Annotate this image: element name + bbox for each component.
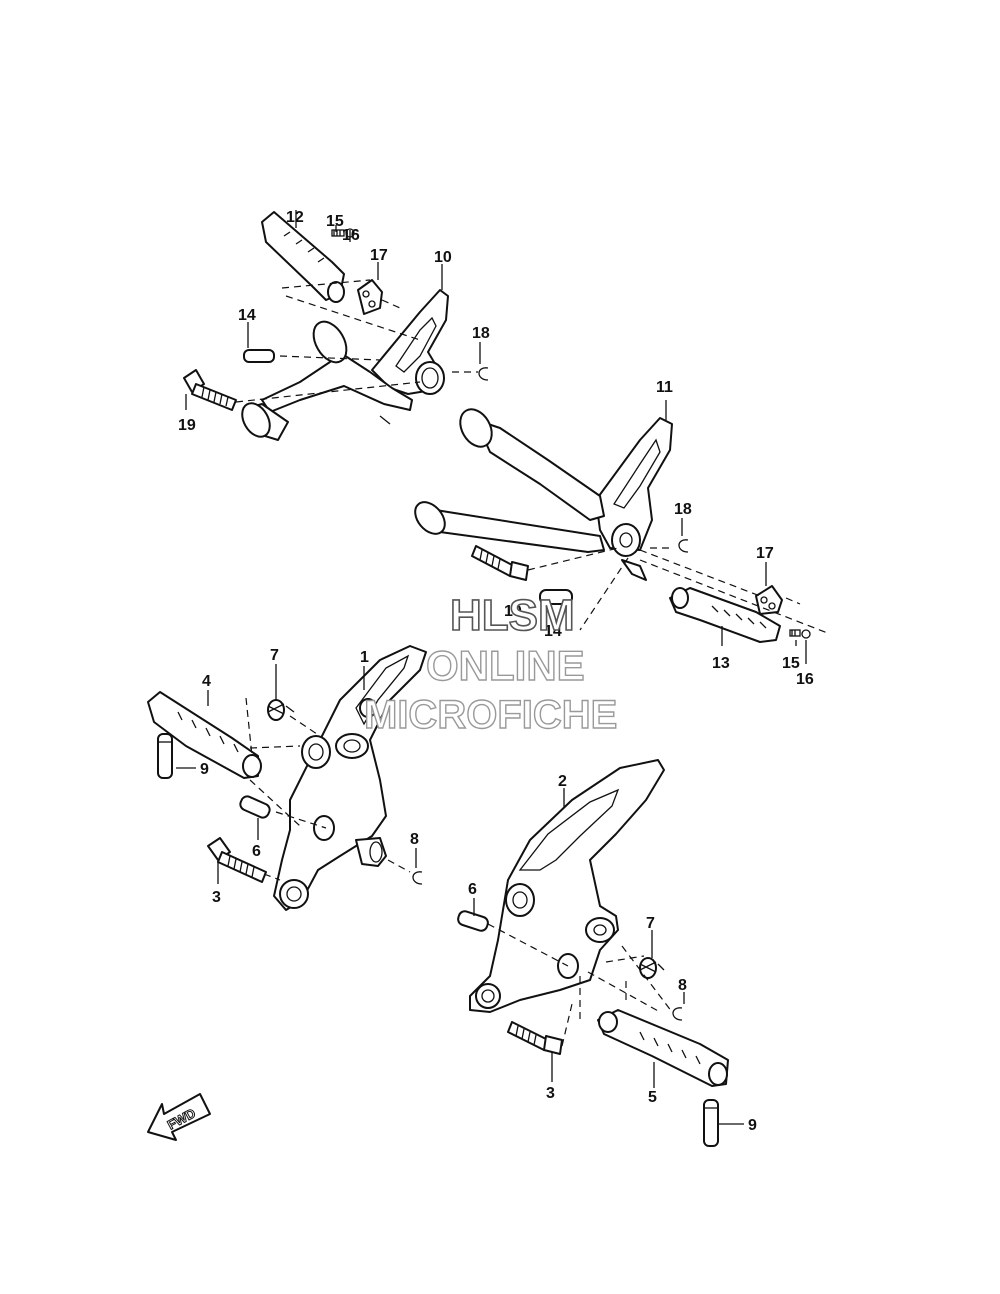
watermark-line-2: ONLINE (426, 642, 585, 689)
forward-direction-arrow: FWD (147, 1093, 211, 1141)
callout-8-right: 8 (678, 977, 687, 994)
ball-16-right (801, 629, 811, 639)
bolt-3-right (507, 1021, 563, 1055)
rear-bracket-right (414, 408, 673, 581)
callout-14-top: 14 (238, 307, 256, 324)
watermark: HLSM ONLINE MICROFICHE (363, 590, 618, 738)
front-bracket-right (469, 759, 665, 1013)
clip-8-left (412, 871, 423, 885)
footpeg-right-front (597, 1009, 729, 1087)
callout-19-top: 19 (178, 417, 196, 434)
callout-3-left: 3 (212, 889, 221, 906)
bolt-19-top (183, 369, 237, 411)
footpeg-left-front (147, 691, 262, 779)
watermark-line-1: HLSM (450, 591, 575, 640)
footpeg-left-rear (261, 211, 345, 303)
bolt-3-left (207, 837, 267, 883)
bolt-19-mid (471, 545, 529, 581)
pin-9-left (157, 733, 173, 779)
callout-4: 4 (202, 673, 211, 690)
callout-15-top: 15 (326, 213, 344, 230)
callout-19-mid: 19 (504, 603, 522, 620)
callout-16-right: 16 (796, 671, 814, 688)
callout-2: 2 (558, 773, 567, 790)
spring-7-right (639, 957, 665, 979)
callout-12: 12 (286, 209, 304, 226)
callout-9-right: 9 (748, 1117, 757, 1134)
callout-1: 1 (360, 649, 369, 666)
clip-8-right (672, 1007, 683, 1021)
watermark-line-3: MICROFICHE (364, 693, 617, 737)
spring-15-right (789, 629, 801, 637)
clip-18-top (478, 367, 489, 381)
callout-18-top: 18 (472, 325, 490, 342)
spring-15-top (331, 229, 345, 237)
callout-8-left: 8 (410, 831, 419, 848)
callout-5: 5 (648, 1089, 657, 1106)
clip-18-right (678, 539, 689, 553)
pin-6-left (239, 795, 271, 819)
front-bracket-left (273, 645, 427, 911)
callout-labels: 12 15 16 17 10 14 18 19 11 18 17 19 14 1… (178, 209, 814, 1134)
callout-6-right: 6 (468, 881, 477, 898)
callout-7-left: 7 (270, 647, 279, 664)
callout-18-right: 18 (674, 501, 692, 518)
callout-13: 13 (712, 655, 730, 672)
pin-14-top (243, 349, 275, 363)
pin-6-right (457, 910, 489, 932)
callout-15-right: 15 (782, 655, 800, 672)
callout-17-right: 17 (756, 545, 774, 562)
callout-6-left: 6 (252, 843, 261, 860)
spring-7-left (267, 699, 295, 721)
pin-14-mid (539, 589, 573, 605)
rear-bracket-left (241, 289, 449, 441)
callout-7-right: 7 (646, 915, 655, 932)
callout-10: 10 (434, 249, 452, 266)
callout-14-mid: 14 (544, 623, 562, 640)
pin-9-right (703, 1099, 719, 1147)
callout-9-left: 9 (200, 761, 209, 778)
plate-17-top (357, 279, 383, 315)
plate-17-right (755, 585, 783, 615)
callout-16-top: 16 (342, 227, 360, 244)
callout-17-top: 17 (370, 247, 388, 264)
callout-11: 11 (656, 379, 673, 396)
callout-3-right: 3 (546, 1085, 555, 1102)
footpeg-right-rear (669, 587, 781, 643)
